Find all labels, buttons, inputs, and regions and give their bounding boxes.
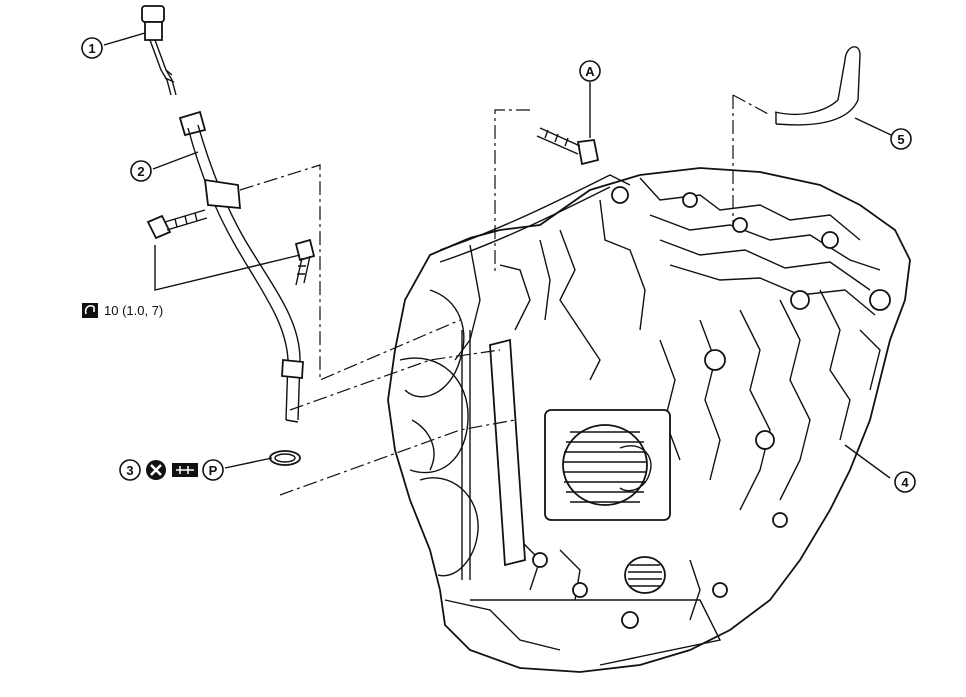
do-not-reuse-x-icon <box>146 460 166 480</box>
svg-text:3: 3 <box>126 463 133 478</box>
bolt-a <box>536 127 600 166</box>
svg-text:1: 1 <box>88 41 95 56</box>
torque-value: 10 (1.0, 7) <box>104 303 163 318</box>
svg-text:2: 2 <box>137 164 144 179</box>
callout-4: 4 <box>894 471 916 493</box>
torque-wrench-icon <box>82 303 98 318</box>
svg-text:A: A <box>585 64 595 79</box>
charging-pipe <box>178 110 304 423</box>
leader-5 <box>854 117 892 136</box>
callout-5: 5 <box>890 128 912 150</box>
leader-1 <box>103 32 146 46</box>
leader-4 <box>844 444 891 479</box>
pipe-bolt-lower <box>294 238 316 286</box>
callout-a: A <box>579 60 601 82</box>
leader-torque <box>154 245 301 291</box>
assembly-line-hose <box>732 94 771 225</box>
svg-text:4: 4 <box>901 475 909 490</box>
leader-2 <box>152 151 199 170</box>
pipe-bolt-upper <box>146 209 208 240</box>
petroleum-jelly-p-icon: P <box>202 459 224 481</box>
breather-hose <box>774 46 861 126</box>
callout-1: 1 <box>81 37 103 59</box>
fluid-apply-icon <box>172 463 198 477</box>
callout-2: 2 <box>130 160 152 182</box>
callout-3: 3 <box>119 459 141 481</box>
assembly-line-bolt-a <box>494 109 530 275</box>
svg-text:P: P <box>209 463 218 478</box>
assembly-line-mid <box>289 349 501 411</box>
torque-spec: 10 (1.0, 7) <box>82 303 163 318</box>
assembly-line-lower <box>279 419 516 496</box>
transaxle-assembly <box>387 167 911 673</box>
leader-3 <box>224 457 273 469</box>
svg-text:5: 5 <box>897 132 904 147</box>
filter-element <box>624 556 666 594</box>
oil-level-gauge <box>141 5 177 96</box>
oil-cooler <box>544 409 671 521</box>
